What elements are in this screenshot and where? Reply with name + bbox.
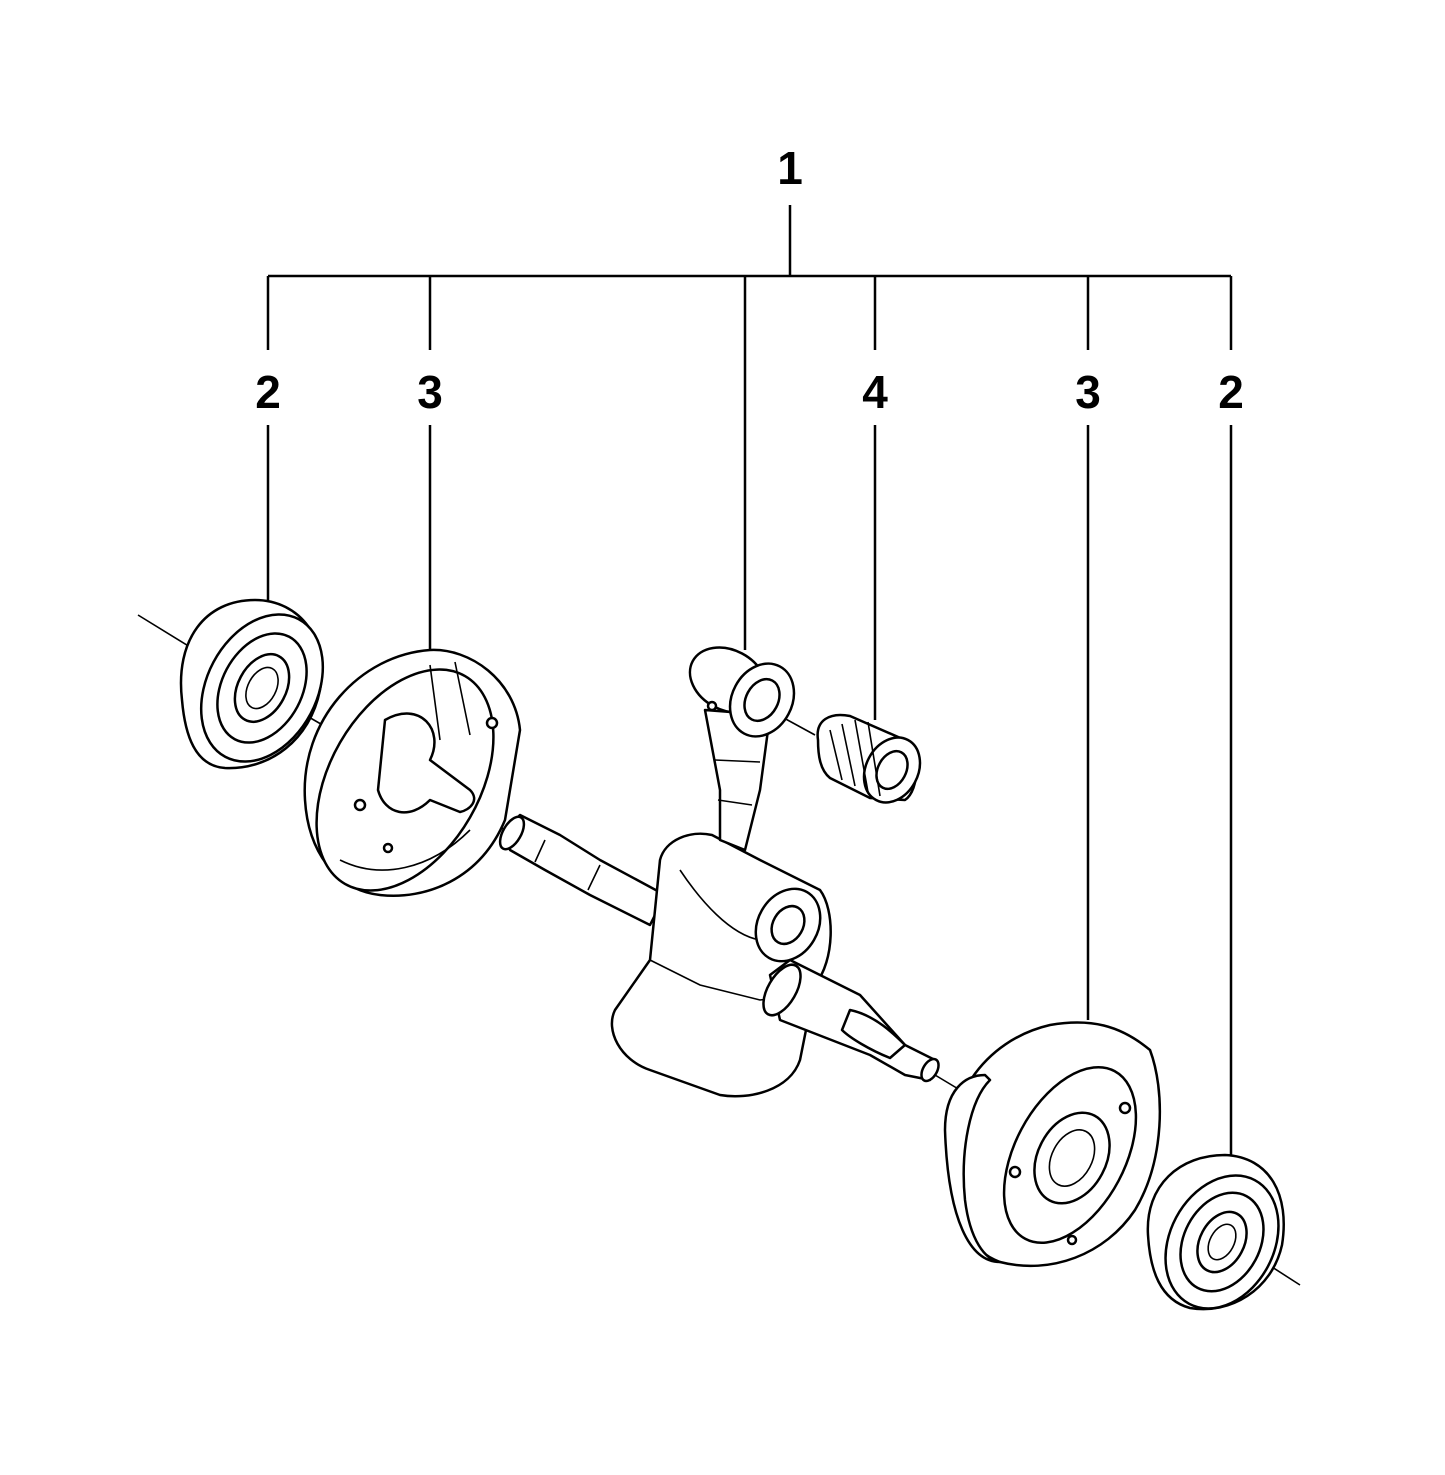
crank-web-right [943, 1021, 1162, 1268]
leader-lines [266, 205, 1233, 1155]
ball-bearing-left [179, 598, 325, 770]
callout-1: 1 [777, 142, 803, 194]
ball-bearing-right [1146, 1153, 1285, 1311]
crank-web-left [303, 648, 522, 897]
callout-4: 4 [862, 366, 888, 418]
crankshaft [498, 646, 940, 1098]
needle-bearing [816, 713, 922, 804]
callout-2-right: 2 [1218, 366, 1244, 418]
callout-3-left: 3 [417, 366, 443, 418]
callout-2-left: 2 [255, 366, 281, 418]
callout-3-right: 3 [1075, 366, 1101, 418]
